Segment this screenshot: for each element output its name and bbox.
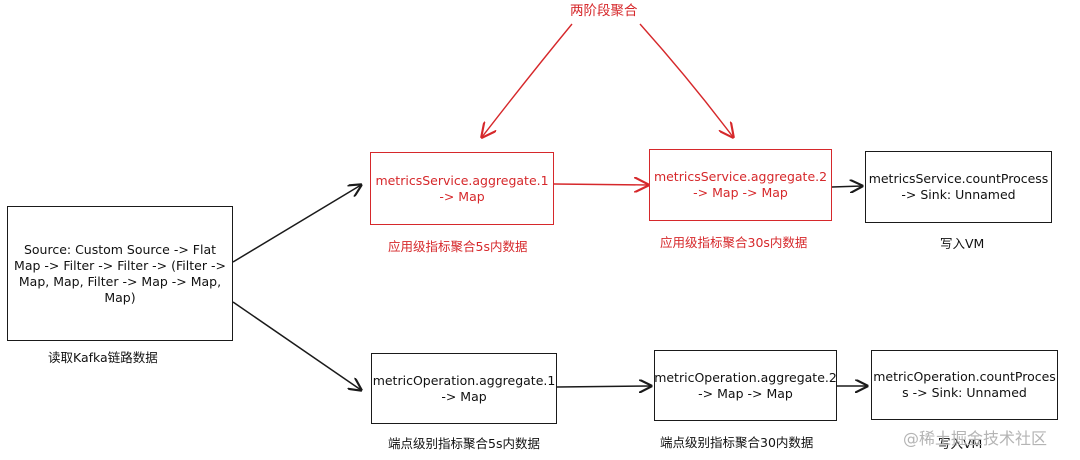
source-node: Source: Custom Source -> Flat Map -> Fil… — [7, 206, 233, 341]
operation-count-caption: 写入VM — [938, 436, 983, 451]
operation-aggregate-2-caption: 端点级别指标聚合30内数据 — [660, 435, 814, 450]
edge-source-to-service-agg1 — [232, 185, 361, 263]
service-aggregate-2-node: metricsService.aggregate.2 -> Map -> Map — [649, 149, 832, 221]
edge-service-agg1-to-agg2 — [553, 184, 648, 185]
edge-title-to-service-agg2 — [639, 23, 733, 137]
edge-source-to-op-agg1 — [232, 301, 361, 390]
diagram-title: 两阶段聚合 — [570, 3, 638, 19]
edge-title-to-service-agg1 — [482, 23, 573, 137]
service-aggregate-1-node: metricsService.aggregate.1 -> Map — [370, 152, 554, 225]
operation-aggregate-1-node: metricOperation.aggregate.1 -> Map — [371, 353, 557, 424]
edge-op-agg1-to-agg2 — [556, 386, 651, 387]
edge-service-agg2-to-count — [831, 186, 862, 187]
service-count-caption: 写入VM — [940, 236, 985, 251]
service-count-node: metricsService.countProcess -> Sink: Unn… — [865, 151, 1052, 223]
watermark: @稀土掘金技术社区 — [903, 429, 1048, 448]
source-caption: 读取Kafka链路数据 — [48, 350, 158, 365]
service-aggregate-2-caption: 应用级指标聚合30s内数据 — [660, 235, 808, 250]
operation-count-node: metricOperation.countProces s -> Sink: U… — [871, 350, 1058, 420]
operation-aggregate-2-node: metricOperation.aggregate.2 -> Map -> Ma… — [654, 350, 837, 421]
service-aggregate-1-caption: 应用级指标聚合5s内数据 — [388, 239, 528, 254]
operation-aggregate-1-caption: 端点级别指标聚合5s内数据 — [388, 436, 540, 451]
